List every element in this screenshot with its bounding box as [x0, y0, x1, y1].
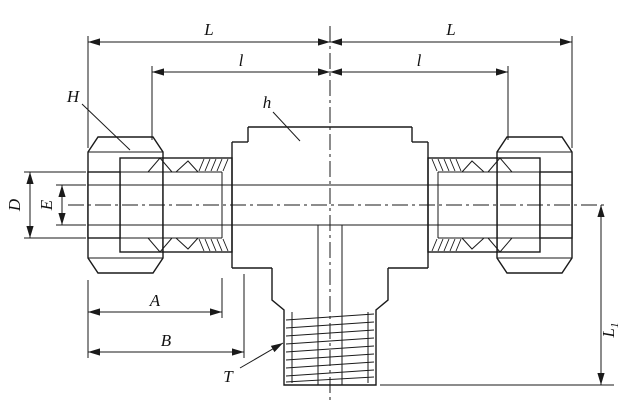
dim-label-L-right: L — [445, 20, 455, 39]
dim-label-L1-sub: 1 — [609, 323, 621, 329]
dim-label-l-right: l — [417, 51, 422, 70]
ferrules-top — [147, 157, 199, 173]
dim-label-A: A — [149, 291, 161, 310]
dimensions: L L l l H h D E A B T — [5, 20, 621, 386]
dim-label-L1-main: L — [599, 328, 618, 338]
dim-label-L1: L1 — [599, 323, 621, 339]
leader-H — [81, 103, 131, 151]
ferrules-bottom — [147, 237, 199, 253]
dim-label-E: E — [37, 199, 56, 211]
dim-label-D: D — [5, 198, 24, 212]
leader-h — [272, 111, 301, 142]
leader-T — [239, 342, 284, 369]
fitting-right-half-mirror — [329, 35, 573, 386]
callout-label-h: h — [263, 93, 272, 112]
callout-label-H: H — [66, 87, 81, 106]
fitting-left-half — [87, 36, 330, 386]
dim-label-l-left: l — [239, 51, 244, 70]
nut-thread-hatch-top — [198, 158, 229, 172]
callout-label-T: T — [223, 367, 234, 386]
branch-outline — [271, 268, 330, 386]
centerlines — [68, 26, 606, 400]
nut-thread-hatch-bottom — [198, 238, 229, 252]
dim-label-B: B — [161, 331, 172, 350]
dim-label-L-left: L — [203, 20, 213, 39]
